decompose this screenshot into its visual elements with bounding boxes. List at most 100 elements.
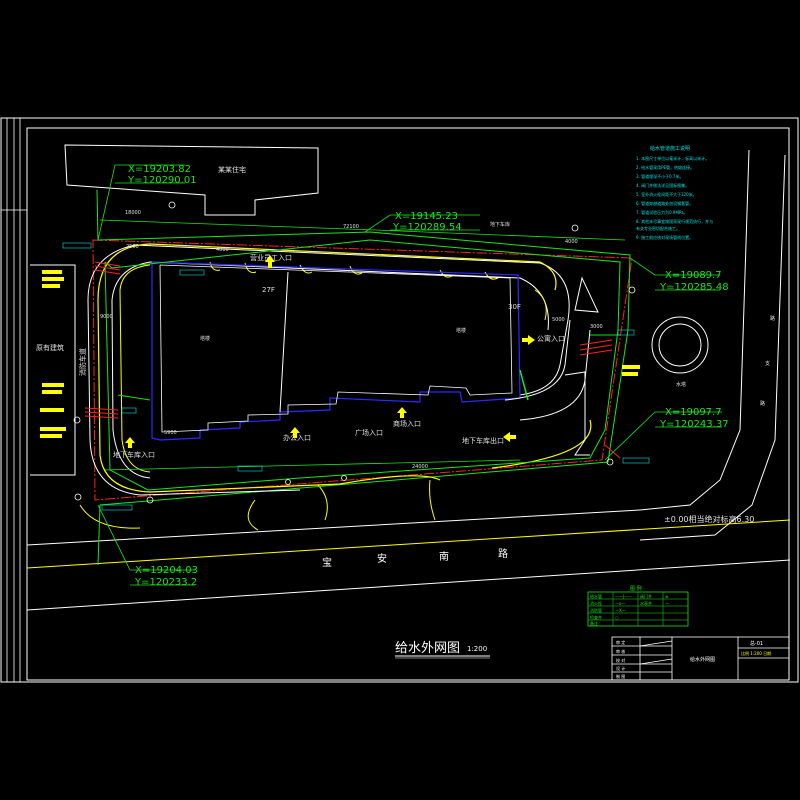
binding-margin: [1, 118, 27, 682]
fire-road-label: 消防车道: [78, 348, 87, 376]
right-road-label-2: 支: [765, 360, 770, 367]
water-main-loop: [104, 239, 621, 491]
dim-3000: 3000: [590, 324, 603, 330]
inner-frame: [26, 127, 790, 681]
notes-line-5: 5. 室外消火栓间距不大于120米。: [636, 191, 697, 197]
entrance-right-label: 公寓入口: [537, 334, 565, 343]
notes-line-8: 8. 其他未尽事宜按国家现行规范执行，并与: [636, 218, 713, 224]
callout-left-4: [42, 383, 64, 387]
road-edge-top: [26, 509, 641, 546]
title-block: [611, 636, 790, 681]
callout-left-5: [42, 390, 62, 394]
fire-road-inner: [111, 261, 549, 479]
entrance-plaza-label: 广场入口: [355, 428, 383, 437]
road-char-4: 路: [498, 547, 508, 560]
callout-left-3: [42, 284, 60, 288]
legend-table: 图 例 给水管 ——J—— 阀门井 ⊗ 消火栓 —o— 水表井 — 消防管 —X…: [587, 585, 689, 627]
tb-sheet-title: 给水外网图: [690, 656, 715, 663]
dim-24000: 24000: [412, 464, 428, 470]
cyan-tag-7: [121, 407, 137, 414]
dimension-lines: [99, 219, 626, 471]
neighbor-building-left: [30, 264, 76, 476]
notes-block: 给水管道施工说明 1. 本图尺寸单位以毫米计，标高以米计。 2. 给水管采用PE…: [636, 145, 713, 240]
callout-right-1: [622, 365, 640, 369]
road-name: 宝 安 南 路: [322, 547, 508, 569]
right-road-label-3: 路: [760, 400, 765, 407]
road-centerline: [26, 519, 791, 569]
legend-r0c0: 给水管: [590, 593, 602, 599]
notes-line-4: 4. 阀门井做法详见国标图集。: [636, 182, 689, 188]
callout-left-8: [40, 434, 62, 438]
arrow-garage: [125, 437, 135, 448]
dim-2500: 2500: [126, 244, 139, 250]
tb-row-5: 制 图: [616, 673, 625, 679]
notes-line-7: 7. 管道试验压力为0.9MPa。: [636, 209, 688, 215]
dim-4000b: 4000: [216, 247, 229, 253]
survey-markers: [73, 201, 636, 504]
arrow-top: [265, 255, 275, 268]
notes-line-10: 9. 施工前应核对现场管线位置。: [636, 234, 693, 240]
cyan-annotations: [62, 242, 650, 511]
driveway-left: [79, 499, 259, 531]
water-tower-outer: [651, 316, 709, 374]
legend-r1c0: 消火栓: [590, 600, 602, 606]
legend-r4c0: 备注: [590, 620, 598, 626]
tower-left-label: 塔楼: [200, 335, 210, 342]
elevation-note: ±0.00相当绝对标高6.30: [664, 514, 754, 524]
dim-4000: 4000: [565, 239, 578, 245]
dim-9000: 9000: [100, 314, 113, 320]
legend-r2c1: —X—: [615, 608, 626, 613]
tower-right-label: 塔楼: [456, 327, 466, 334]
legend-r3c1: ○: [615, 615, 619, 620]
tb-row-2: 审 核: [616, 648, 625, 654]
legend-r1c2: 水表井: [640, 600, 652, 606]
drawing-scale: 1:200: [467, 645, 487, 653]
parking-notches-top: [209, 261, 499, 280]
dim-5900: 5900: [164, 430, 177, 436]
arrow-shop: [397, 407, 407, 418]
notes-line-9: 有关专业密切配合施工。: [636, 225, 680, 231]
coord-right-upper-x: X=19089.7: [665, 270, 722, 281]
dim-5000: 5000: [552, 317, 565, 323]
fire-pipe-bundles: [84, 261, 621, 459]
notes-line-2: 2. 给水管采用PE管，热熔连接。: [636, 164, 694, 170]
fire-lane-yellow-inner: [119, 264, 547, 473]
tb-sheet-no: 总-01: [750, 640, 763, 647]
arrow-exit: [503, 432, 516, 442]
callout-left-1: [42, 270, 62, 274]
floor-label-right: 30F: [508, 303, 521, 311]
ramp-box: [564, 371, 590, 456]
entrance-garage-label: 地下车库入口: [113, 450, 155, 459]
coord-top-mid-x: X=19145.23: [395, 211, 458, 222]
coord-top-mid-y: Y=120289.54: [392, 222, 462, 233]
drawing-title: 给水外网图: [395, 641, 460, 656]
coord-bottom-left-y: Y=120233.2: [134, 577, 197, 588]
notes-line-3: 3. 管道埋深不小于0.7米。: [636, 173, 683, 179]
cyan-tag-6: [617, 329, 635, 336]
right-road-edge-1: [639, 149, 750, 511]
coord-right-upper-y: Y=120285.48: [659, 282, 729, 293]
tb-row-3: 校 对: [616, 657, 625, 663]
neighbor-left-label: 原有建筑: [36, 343, 64, 352]
tower-divider: [279, 271, 289, 413]
site-boundary: [92, 239, 633, 501]
cyan-tag-5: [101, 504, 133, 511]
right-road-label-1: 路: [770, 315, 775, 322]
arrow-right: [522, 335, 535, 345]
dim-18000: 18000: [125, 210, 141, 216]
driveway-mid: [317, 479, 436, 521]
tb-right-info: 比例 1:200 日期: [741, 650, 771, 656]
entrance-shop-label: 商场入口: [393, 419, 421, 428]
tower-white-outline: [159, 264, 513, 433]
coord-leaders: [97, 164, 722, 586]
road-char-3: 南: [439, 550, 449, 563]
underground-top-label: 地下车库: [490, 221, 510, 228]
ramp-triangle: [574, 276, 599, 313]
callout-left-2: [42, 277, 64, 281]
legend-r2c0: 消防管: [590, 607, 602, 613]
callout-left-6: [40, 408, 64, 412]
legend-r3c0: 检查井: [590, 614, 602, 620]
tb-row-1: 审 定: [616, 639, 625, 645]
cyan-tag-4: [237, 465, 263, 472]
